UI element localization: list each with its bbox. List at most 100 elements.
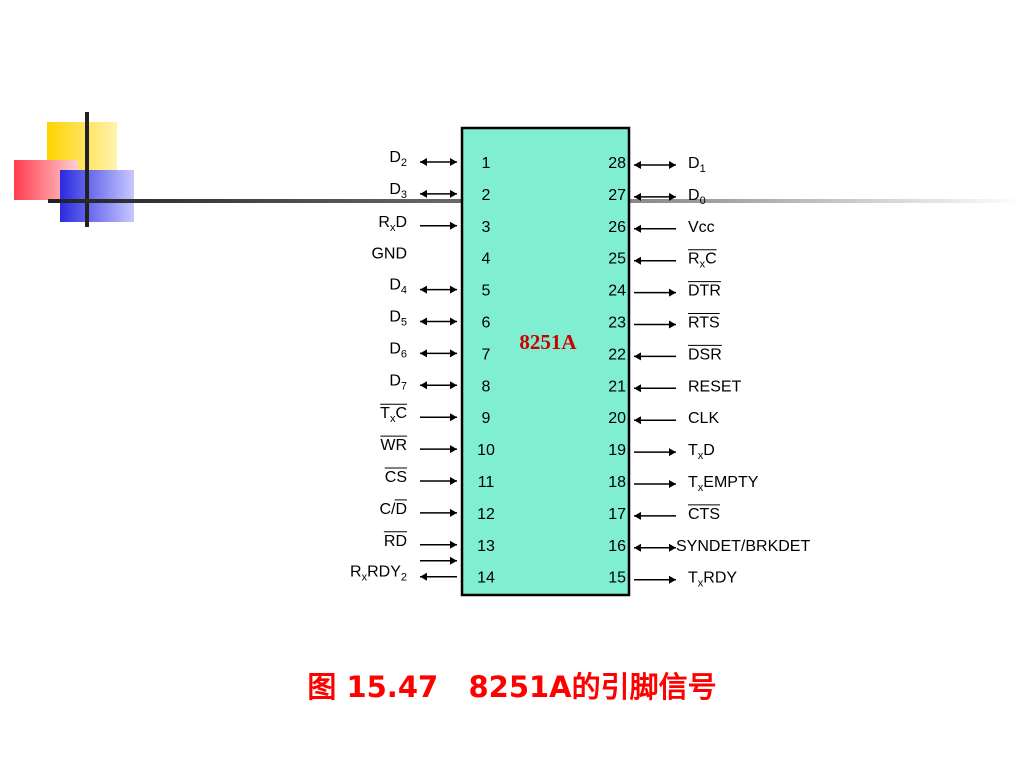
pin-number: 20: [608, 410, 626, 427]
left-pin-label: CS: [385, 469, 407, 486]
pin-number: 7: [482, 346, 491, 363]
right-pin-label: CLK: [688, 410, 719, 427]
pin-arrow: [669, 575, 676, 584]
pin-number: 11: [478, 474, 495, 491]
pin-number: 23: [608, 315, 626, 332]
pin-arrow: [634, 416, 641, 425]
pin-arrow: [634, 384, 641, 393]
left-pin: 6 D5: [389, 309, 490, 332]
pin-number: 19: [608, 442, 626, 459]
pin-arrow: [450, 349, 457, 358]
right-pin-label: RESET: [688, 378, 742, 395]
pin-arrow: [634, 543, 641, 552]
pin-number: 17: [608, 506, 626, 523]
right-pin-label: Vcc: [688, 219, 715, 236]
pin-number: 2: [482, 187, 491, 204]
pin-arrow: [450, 540, 457, 549]
pin-arrow: [634, 224, 641, 233]
left-pin: 7D6: [389, 340, 490, 363]
pin-arrow: [634, 161, 641, 169]
pin-arrow: [669, 320, 676, 329]
pin-number: 26: [608, 219, 626, 236]
left-pin-label: C/D: [379, 501, 407, 518]
pin-arrow: [420, 189, 427, 198]
pin-number: 5: [482, 283, 491, 300]
pin-arrow: [450, 381, 457, 390]
extra-pin-arrow: [450, 556, 457, 565]
pin-number: 6: [482, 315, 491, 332]
pin-arrow: [634, 352, 641, 361]
caption-prefix: 图: [307, 670, 347, 704]
pin-number: 25: [608, 251, 626, 268]
pin-number: 9: [482, 410, 491, 427]
pin-number: 21: [608, 378, 626, 395]
caption-number: 15.47 8251A: [346, 670, 572, 704]
pin-arrow: [420, 349, 427, 358]
right-pin: 22 DSR: [608, 344, 722, 363]
pin-arrow: [634, 192, 641, 201]
right-pin-label: RTS: [688, 315, 720, 332]
right-pin: 17 CTS: [608, 504, 720, 523]
chip-name: 8251A: [519, 330, 577, 354]
pin-number: 15: [608, 570, 626, 587]
caption-suffix: 的引脚信号: [571, 670, 717, 704]
pin-arrow: [669, 192, 676, 201]
right-pin-label: TxD: [688, 442, 715, 462]
left-pin-label: D7: [389, 372, 407, 392]
pin-arrow: [669, 480, 676, 488]
right-pin-label: D0: [688, 187, 706, 207]
pin-arrow: [669, 448, 676, 457]
pin-arrow: [450, 413, 457, 422]
left-pin: 1D2: [389, 149, 490, 172]
left-pins: 1D22D33RxD4GND5D46D57D68D79TxC10WR11CS12…: [350, 149, 495, 587]
right-pin-label: D1: [688, 155, 706, 175]
pin-arrow: [450, 158, 457, 166]
pin-number: 3: [482, 219, 491, 236]
pin-number: 24: [608, 283, 626, 300]
pin-arrow: [420, 317, 427, 326]
left-pin-label: RD: [384, 533, 407, 550]
right-pin-label: CTS: [688, 506, 720, 523]
pin-number: 14: [477, 570, 495, 587]
right-pin-label: TxEMPTY: [688, 474, 759, 494]
right-pin-label: RxC: [688, 251, 717, 271]
pin-arrow: [450, 508, 457, 517]
left-pin-label: D3: [389, 181, 407, 201]
right-pin-label: TxRDY: [688, 570, 737, 590]
pinout-diagram: 8251A 1D22D33RxD4GND5D46D57D68D79TxC10WR…: [350, 126, 810, 597]
left-pin: 4 GND: [371, 246, 490, 268]
pin-number: 22: [608, 346, 626, 363]
figure-caption: 图 15.47 8251A的引脚信号: [0, 664, 1024, 706]
right-pin: 15 TxRDY: [608, 570, 737, 590]
pin-number: 13: [477, 538, 495, 555]
right-pin: 19 TxD: [608, 442, 715, 462]
pin-number: 18: [608, 474, 626, 491]
left-pin-label: D5: [389, 309, 407, 329]
left-pin: 12 C/D: [379, 499, 495, 523]
left-pin-label: GND: [371, 246, 407, 263]
pin-number: 4: [482, 251, 491, 268]
pin-arrow: [450, 221, 457, 230]
left-pin: 11 CS: [384, 467, 495, 491]
pin-arrow: [669, 161, 676, 169]
right-pin: 26 Vcc: [608, 219, 714, 236]
extra-arrows: [420, 556, 457, 565]
right-pin-label: DSR: [688, 346, 722, 363]
deco-vertical-bar: [85, 112, 89, 227]
pin-arrow: [450, 445, 457, 454]
pin-arrow: [420, 158, 427, 166]
left-pin: 5D4: [389, 277, 490, 300]
right-pin: 25 RxC: [608, 249, 717, 271]
pin-arrow: [450, 285, 457, 294]
pin-number: 12: [477, 506, 495, 523]
pin-number: 28: [608, 155, 626, 172]
pin-number: 1: [482, 155, 491, 172]
right-pin: 23 RTS: [608, 313, 720, 332]
pin-arrow: [450, 317, 457, 326]
